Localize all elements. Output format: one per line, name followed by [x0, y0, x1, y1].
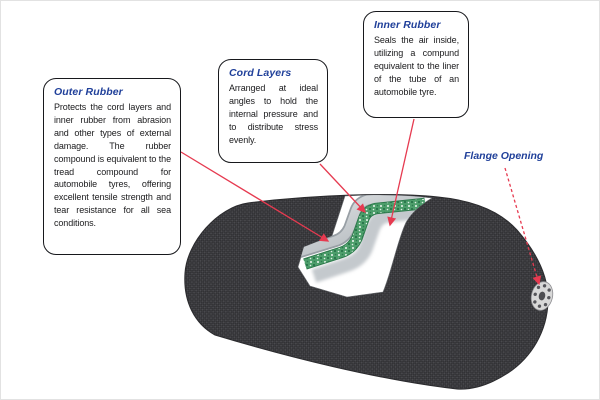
callout-outer-rubber: Outer Rubber Protects the cord layers an…: [43, 78, 181, 255]
inner-rubber-title: Inner Rubber: [374, 19, 441, 31]
outer-rubber-description: Protects the cord layers and inner rubbe…: [54, 102, 171, 229]
inner-rubber-description: Seals the air inside, utilizing a compun…: [374, 35, 459, 97]
flange-opening-label: Flange Opening: [464, 150, 544, 162]
cord-layers-title: Cord Layers: [229, 67, 292, 79]
inner-rubber-arrow: [387, 118, 415, 227]
callout-inner-rubber: Inner Rubber Seals the air inside, utili…: [363, 11, 469, 118]
inner-rubber-surface-shading: [311, 204, 426, 283]
outer-rubber-cut-layer: [298, 195, 424, 258]
cutaway-layers: [298, 195, 426, 283]
callout-cord-layers: Cord Layers Arranged at ideal angles to …: [218, 59, 328, 163]
callout-arrows: [180, 118, 542, 286]
cord-layers-arrow: [319, 163, 366, 213]
cord-layers-description: Arranged at ideal angles to hold the int…: [229, 83, 318, 145]
flange: [530, 281, 554, 311]
cord-layer-band: [303, 198, 426, 269]
flange-opening-arrow: [504, 167, 542, 286]
outer-rubber-title: Outer Rubber: [54, 86, 123, 98]
outer-rubber-arrow: [180, 151, 330, 242]
